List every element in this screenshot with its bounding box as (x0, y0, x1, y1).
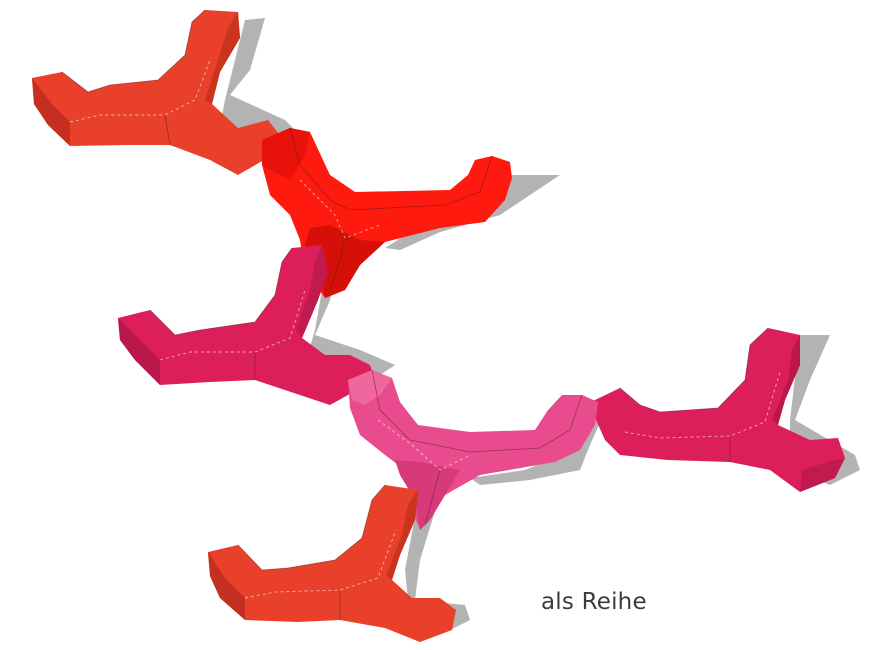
tripod-pink-center-shade (395, 460, 460, 530)
tripod-orange-bottom-edge (237, 484, 386, 571)
tripod-crimson-middle-left-side2 (296, 245, 328, 338)
tripod-orange-top-left-dash (69, 59, 211, 123)
tripod-crimson-middle-left-side (118, 318, 160, 385)
tripod-crimson-right-side2 (800, 458, 845, 492)
tripod-crimson-right-body (595, 328, 845, 492)
tripod-pink-center-edge2 (424, 469, 441, 526)
tripod-crimson-right (595, 327, 845, 492)
tripod-pink-center-dash (377, 419, 471, 471)
tripod-orange-top-left-side2 (205, 12, 240, 104)
tripod-orange-top-left (32, 9, 282, 175)
tripod-crimson-right-side (772, 335, 800, 425)
tripod-red-top-edge (289, 127, 493, 211)
tripod-orange-bottom-body (208, 485, 456, 642)
tripod-orange-bottom-side (208, 552, 245, 620)
tripod-orange-top-left-side (32, 78, 70, 146)
tripod-red-top (262, 127, 512, 298)
tripod-crimson-middle-left (118, 245, 375, 405)
tripod-orange-bottom (208, 484, 456, 642)
tripod-crimson-middle-left-body (118, 245, 375, 405)
caption-text: als Reihe (541, 589, 647, 615)
tripod-crimson-middle-left-edge (149, 247, 293, 336)
tripod-orange-bottom-side2 (386, 490, 418, 580)
tripod-orange-top-left-body (32, 10, 282, 175)
shadow-pink (470, 400, 610, 485)
shadow-top-left (215, 18, 310, 160)
tripod-red-top-edge2 (329, 237, 346, 291)
shadows (215, 18, 860, 630)
tripod-pink-center-face (348, 370, 392, 405)
tripod-orange-top-left-edge2 (164, 114, 171, 146)
tripod-crimson-right-edge (619, 327, 769, 413)
tripod-orange-top-left-edge (61, 9, 206, 93)
tripod-red-top-arm-face (262, 128, 310, 180)
tripod-orange-bottom-dash (244, 529, 397, 599)
tripod-red-top-dash (299, 179, 381, 239)
tripod-pink-center-edge (371, 369, 583, 453)
